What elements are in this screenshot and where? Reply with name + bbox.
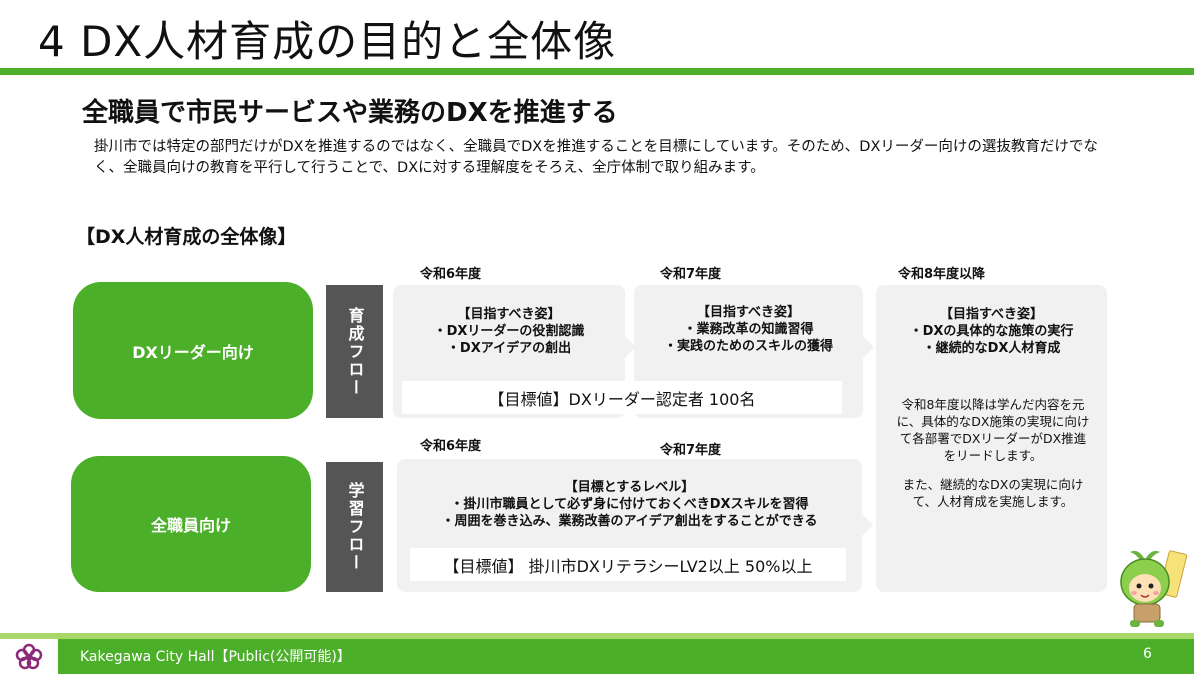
leader-goal-2-title: 【目指すべき姿】 (696, 305, 801, 320)
footer-rule (0, 633, 1194, 639)
staff-goal-item: ・掛川市職員として必ず身に付けておくべきDXスキルを習得 (450, 497, 809, 512)
leader-arrow-2 (863, 336, 874, 358)
staff-year-2-label: 令和7年度 (660, 443, 722, 458)
title-rule (0, 68, 1194, 75)
leader-target-value: 【目標値】DXリーダー認定者 100名 (402, 381, 842, 414)
staff-target-value: 【目標値】 掛川市DXリテラシーLV2以上 50%以上 (410, 548, 846, 581)
future-goal-item: ・DXの具体的な施策の実行 (909, 324, 1074, 339)
intro-paragraph: 掛川市では特定の部門だけがDXを推進するのではなく、全職員でDXを推進することを… (94, 139, 1098, 176)
leader-goal-2-item: ・業務改革の知識習得 (683, 322, 814, 337)
future-note-1: 令和8年度以降は学んだ内容を元に、具体的なDX施策の実現に向けて各部署でDXリー… (896, 397, 1090, 463)
staff-flow-label: 学習フロー (345, 482, 365, 572)
future-goal-item: ・継続的なDX人材育成 (922, 341, 1061, 356)
staff-goal-title: 【目標とするレベル】 (564, 480, 695, 495)
page-number: 6 (1143, 646, 1152, 662)
leader-flow-label: 育成フロー (345, 306, 365, 397)
future-year-label: 令和8年度以降 (898, 267, 986, 282)
section-heading: 全職員で市民サービスや業務のDXを推進する (82, 98, 618, 128)
kakegawa-flower-logo-icon (0, 639, 58, 674)
leader-goal-1: 【目指すべき姿】 ・DXリーダーの役割認識 ・DXアイデアの創出 (393, 306, 625, 357)
staff-target-label: 全職員向け (150, 516, 231, 535)
leader-goal-2-item: ・実践のためのスキルの獲得 (663, 339, 833, 354)
future-panel (876, 285, 1107, 592)
slide-title: 4 DX人材育成の目的と全体像 (38, 17, 617, 66)
staff-goal-item: ・周囲を巻き込み、業務改善のアイデア創出をすることができる (441, 514, 818, 529)
staff-arrow (862, 514, 873, 536)
leader-arrow-1 (625, 336, 636, 358)
footer-text: Kakegawa City Hall【Public(公開可能)】 (80, 649, 351, 665)
overview-title: 【DX人材育成の全体像】 (76, 226, 297, 248)
leader-goal-1-item: ・DXリーダーの役割認識 (433, 324, 585, 339)
staff-goal: 【目標とするレベル】 ・掛川市職員として必ず身に付けておくべきDXスキルを習得 … (397, 479, 862, 530)
leader-goal-1-title: 【目指すべき姿】 (457, 307, 561, 322)
future-goal-title: 【目指すべき姿】 (939, 307, 1044, 322)
staff-year-1-label: 令和6年度 (420, 439, 482, 454)
leader-goal-1-item: ・DXアイデアの創出 (446, 341, 572, 356)
leader-year-2-label: 令和7年度 (660, 267, 722, 282)
leader-target-pill: DXリーダー向け (73, 282, 313, 419)
future-note-2: また、継続的なDXの実現に向けて、人材育成を実施します。 (902, 477, 1084, 509)
staff-target-pill: 全職員向け (71, 456, 311, 592)
leader-target-label: DXリーダー向け (132, 342, 254, 362)
future-goal: 【目指すべき姿】 ・DXの具体的な施策の実行 ・継続的なDX人材育成 (876, 306, 1107, 357)
staff-flow-bar: 学習フロー (326, 462, 383, 592)
leader-flow-bar: 育成フロー (326, 285, 383, 418)
mascot-character-icon (1112, 548, 1190, 632)
leader-year-1-label: 令和6年度 (420, 267, 482, 282)
leader-goal-2: 【目指すべき姿】 ・業務改革の知識習得 ・実践のためのスキルの獲得 (634, 304, 863, 355)
footer-bar (0, 639, 1194, 674)
